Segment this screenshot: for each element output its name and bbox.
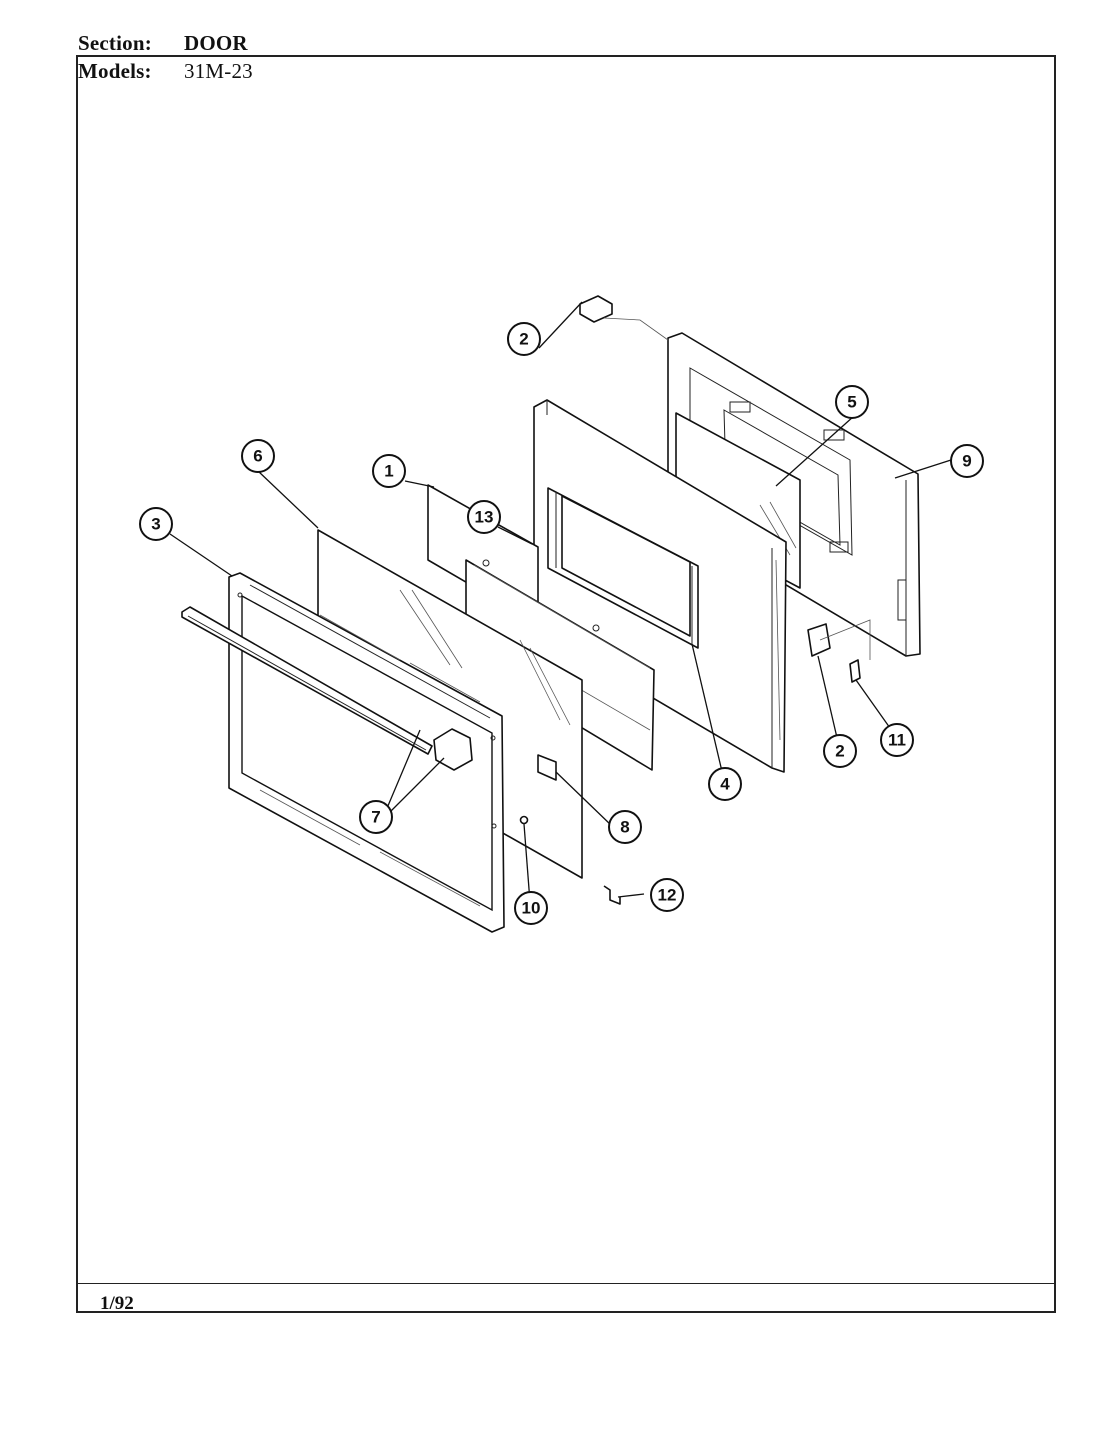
svg-text:11: 11 [888, 731, 906, 750]
revision-date: 1/92 [100, 1293, 134, 1314]
models-header: Models: 31M-23 [78, 59, 253, 84]
svg-text:2: 2 [835, 742, 844, 761]
svg-text:13: 13 [475, 508, 494, 527]
part-handle [181, 606, 473, 771]
callout-9: 9 [950, 444, 984, 478]
callout-8: 8 [608, 810, 642, 844]
diagram-frame: 1/92 [76, 55, 1056, 1314]
svg-text:6: 6 [253, 447, 262, 466]
callout-10: 10 [514, 891, 548, 925]
callout-6: 6 [241, 439, 275, 473]
callout-2-bottom: 2 [823, 734, 857, 768]
callout-13: 13 [467, 500, 501, 534]
svg-text:12: 12 [658, 886, 677, 905]
svg-text:2: 2 [519, 330, 528, 349]
callout-11: 11 [880, 723, 914, 757]
svg-text:4: 4 [720, 775, 730, 794]
callout-3: 3 [139, 507, 173, 541]
svg-text:8: 8 [620, 818, 629, 837]
callout-2-top: 2 [507, 322, 541, 356]
svg-text:9: 9 [962, 452, 971, 471]
callout-1: 1 [372, 454, 406, 488]
svg-text:10: 10 [522, 899, 541, 918]
callout-7: 7 [359, 800, 393, 834]
part-window-frame [547, 487, 699, 649]
callout-5: 5 [835, 385, 869, 419]
part-screw [519, 815, 529, 825]
part-hinge-bracket-bottom [807, 623, 831, 657]
part-hinge-receiver [849, 659, 861, 683]
leader-lines [169, 301, 952, 903]
svg-text:5: 5 [847, 393, 856, 412]
models-label: Models: [78, 59, 152, 83]
models-value: 31M-23 [184, 59, 253, 83]
section-header: Section: DOOR [78, 31, 248, 56]
section-label: Section: [78, 31, 152, 55]
section-value: DOOR [184, 31, 248, 55]
footer-divider [78, 1283, 1054, 1284]
svg-text:7: 7 [371, 808, 380, 827]
svg-text:1: 1 [384, 462, 393, 481]
part-clip [603, 885, 621, 905]
callout-12: 12 [650, 878, 684, 912]
callout-4: 4 [708, 767, 742, 801]
part-label-plate [537, 754, 557, 781]
svg-text:3: 3 [151, 515, 160, 534]
part-hinge-bracket-top [579, 295, 613, 323]
